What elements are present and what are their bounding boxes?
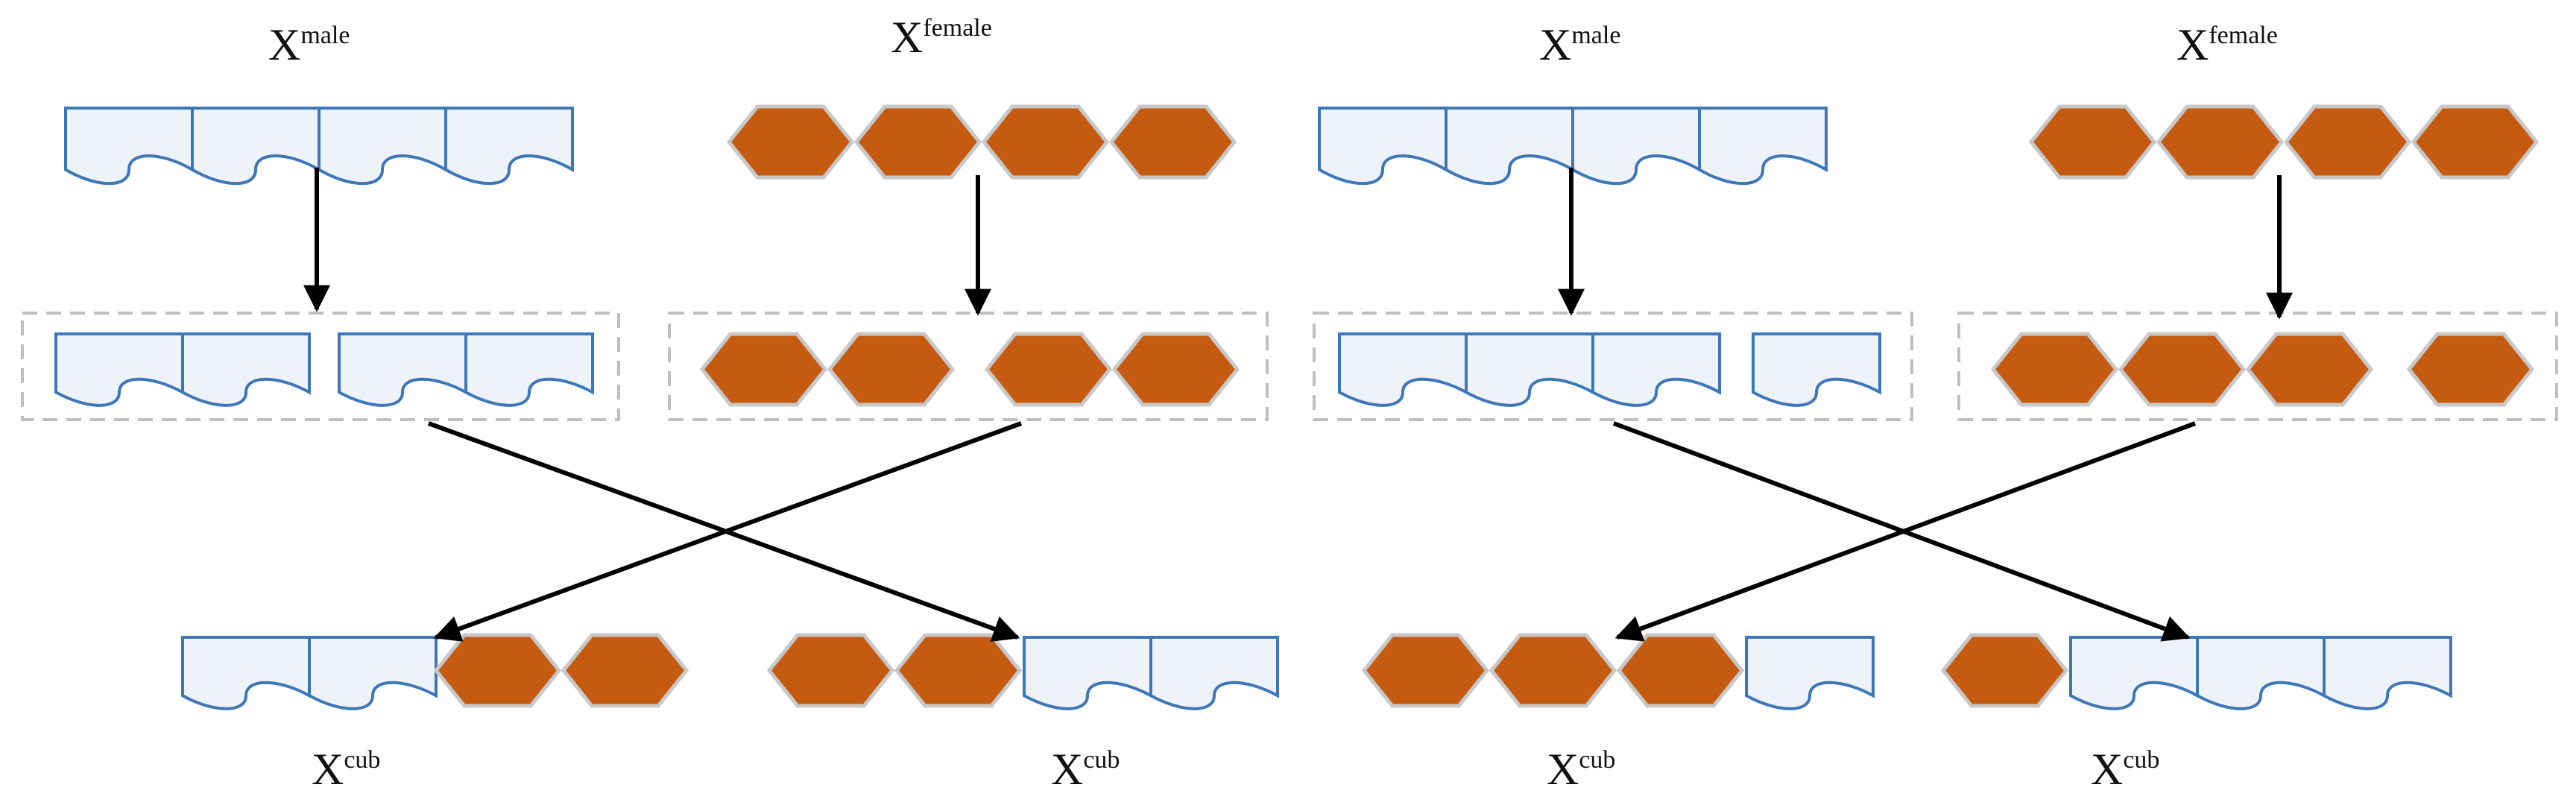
male-gene [1149,636,1279,710]
label-male-2: Xmale [1539,20,1620,69]
svg-text:Xcub: Xcub [1547,745,1615,794]
male-gene [1571,107,1701,186]
male-gene [318,107,447,186]
arrow-cross-female-1 [433,421,1023,642]
female-gene [2406,332,2535,407]
female-gene [2411,104,2539,180]
male-gene [444,107,574,186]
arrow-cross-female-2 [1614,421,2197,642]
svg-text:Xmale: Xmale [1539,20,1620,69]
female-gene [2283,104,2412,180]
female-gene [1990,332,2119,407]
female-gene [1361,633,1490,708]
female-gene [2028,104,2157,180]
female-gene [433,633,562,708]
female-gene [766,633,895,708]
male-gene [1752,332,1881,407]
split-box-female-2 [1957,312,2558,421]
label-superscript: cub [2123,746,2159,774]
female-gene [1108,104,1237,180]
svg-text:Xcub: Xcub [312,745,380,794]
svg-text:Xmale: Xmale [268,20,350,69]
male-gene [191,107,321,186]
female-gene [981,104,1110,180]
label-cub-1: Xcub [312,745,380,794]
label-symbol: X [1539,20,1571,69]
female-gene [2118,332,2247,407]
female-gene [1616,633,1745,708]
label-superscript: cub [1083,746,1120,774]
male-gene [308,636,438,710]
genes-layer [54,104,2539,710]
label-superscript: cub [344,746,380,774]
male-gene [2196,636,2326,710]
male-gene [464,332,594,407]
male-gene [1745,636,1875,710]
female-gene [1489,633,1617,708]
svg-text:Xcub: Xcub [2091,745,2159,794]
label-cub-2: Xcub [1051,745,1120,794]
male-gene [64,107,194,186]
male-gene [1023,636,1152,710]
female-gene [1940,633,2069,708]
arrows [303,168,2293,642]
male-gene [1591,332,1721,407]
label-superscript: female [923,14,992,42]
label-cub-3: Xcub [1547,745,1615,794]
male-gene [1698,107,1828,186]
label-symbol: X [1051,745,1083,794]
split-box-male-2 [1313,312,1913,421]
split-box-male-1 [21,312,620,421]
male-gene [54,332,184,407]
female-gene [853,104,982,180]
label-superscript: cub [1579,746,1615,774]
male-gene [2069,636,2199,710]
svg-text:Xfemale: Xfemale [891,13,992,62]
male-gene [1465,332,1594,407]
female-gene [2245,332,2374,407]
male-gene [2323,636,2452,710]
female-gene [1111,332,1240,407]
label-superscript: male [300,22,350,49]
male-gene [338,332,467,407]
svg-text:Xcub: Xcub [1051,745,1120,794]
svg-text:Xfemale: Xfemale [2176,20,2278,69]
label-female-2: Xfemale [2176,20,2278,69]
male-gene [1338,332,1468,407]
label-symbol: X [2091,745,2123,794]
label-male-1: Xmale [268,20,350,69]
female-gene [2156,104,2285,180]
female-gene [726,104,855,180]
label-symbol: X [1547,745,1579,794]
label-symbol: X [268,20,300,69]
label-female-1: Xfemale [891,13,992,62]
female-gene [827,332,956,407]
male-gene [1318,107,1448,186]
male-gene [181,636,311,710]
female-gene [894,633,1023,708]
female-gene [984,332,1113,407]
label-superscript: male [1571,22,1620,49]
label-cub-4: Xcub [2091,745,2159,794]
female-gene [699,332,828,407]
label-symbol: X [2176,20,2209,69]
label-symbol: X [891,13,923,62]
male-gene [181,332,311,407]
female-gene [561,633,689,708]
label-superscript: female [2209,22,2278,49]
male-gene [1445,107,1574,186]
label-symbol: X [312,745,344,794]
